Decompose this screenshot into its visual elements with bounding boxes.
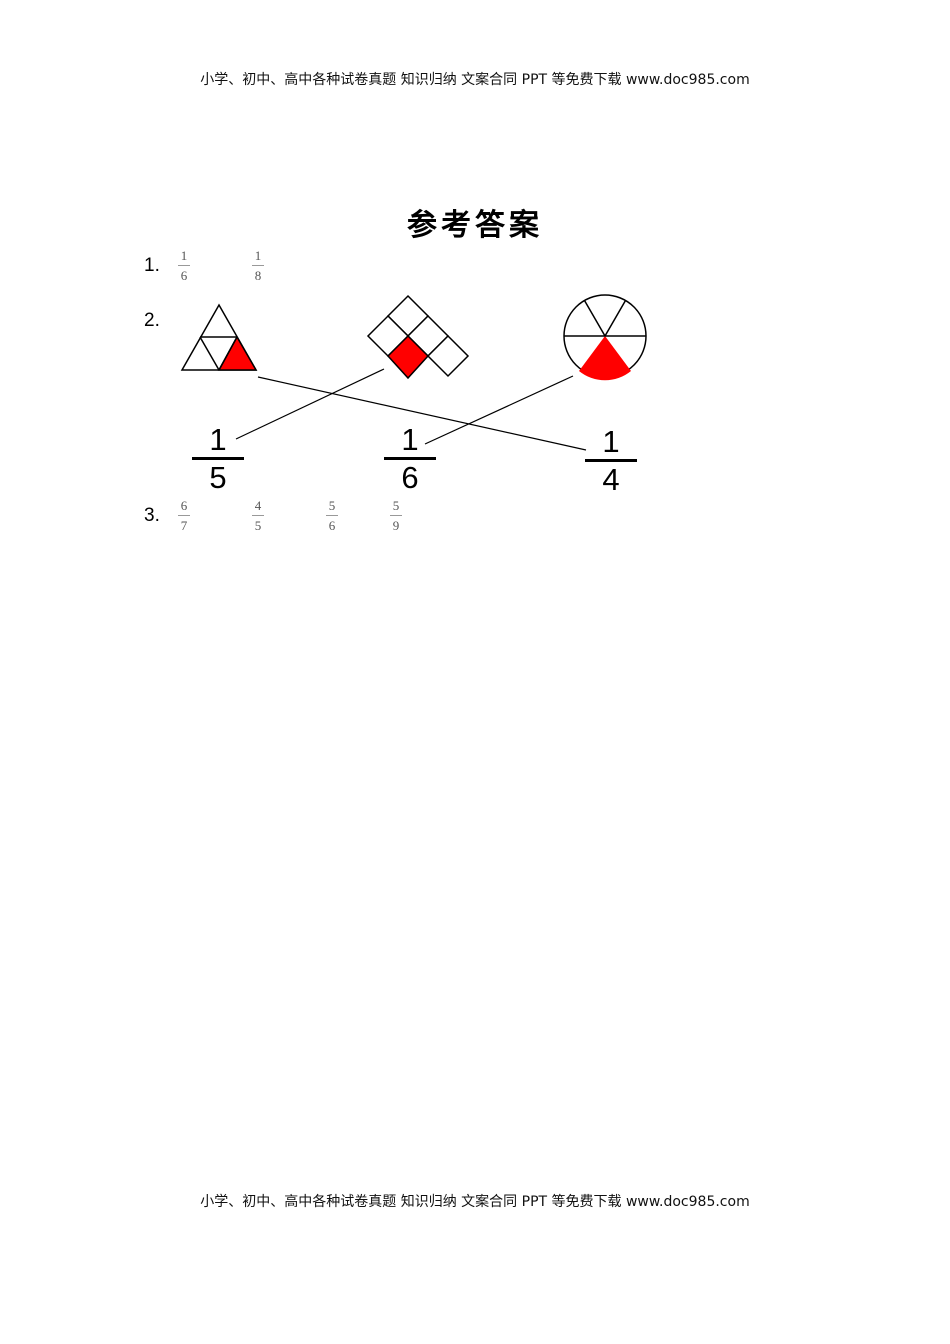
fraction-bar bbox=[192, 457, 244, 460]
fraction-bar bbox=[326, 515, 338, 516]
denominator: 4 bbox=[602, 462, 620, 497]
matching-figure bbox=[180, 294, 647, 451]
denominator: 9 bbox=[392, 518, 400, 533]
numerator: 1 bbox=[209, 422, 227, 457]
numerator: 1 bbox=[602, 424, 620, 459]
fraction-one-sixth: 1 6 bbox=[384, 424, 436, 494]
question-3-label: 3. bbox=[144, 505, 160, 526]
denominator: 7 bbox=[180, 518, 188, 533]
fraction-bar bbox=[178, 515, 190, 516]
denominator: 5 bbox=[209, 460, 227, 495]
fraction-bar bbox=[178, 265, 190, 266]
fraction-bar bbox=[252, 515, 264, 516]
numerator: 5 bbox=[328, 498, 336, 513]
q3-answer-1: 6 7 bbox=[176, 498, 192, 533]
page-title: 参考答案 bbox=[407, 208, 543, 243]
page-footer: 小学、初中、高中各种试卷真题 知识归纳 文案合同 PPT 等免费下载 www.d… bbox=[200, 1194, 750, 1210]
diamond-squares-shape bbox=[366, 294, 470, 380]
triangle-shape bbox=[180, 303, 258, 371]
denominator: 6 bbox=[401, 460, 419, 495]
fraction-bar bbox=[384, 457, 436, 460]
match-line-diamond-to-fifth bbox=[235, 368, 385, 440]
fraction-bar bbox=[585, 459, 637, 462]
numerator: 4 bbox=[254, 498, 262, 513]
denominator: 5 bbox=[254, 518, 262, 533]
circle-shape bbox=[563, 294, 647, 381]
denominator: 6 bbox=[328, 518, 336, 533]
fraction-bar bbox=[252, 265, 264, 266]
page-header: 小学、初中、高中各种试卷真题 知识归纳 文案合同 PPT 等免费下载 www.d… bbox=[200, 72, 750, 88]
question-1-label: 1. bbox=[144, 255, 160, 276]
fraction-bar bbox=[390, 515, 402, 516]
match-line-triangle-to-quarter bbox=[257, 376, 587, 451]
denominator: 8 bbox=[254, 268, 262, 283]
numerator: 1 bbox=[401, 422, 419, 457]
q3-answer-3: 5 6 bbox=[324, 498, 340, 533]
numerator: 6 bbox=[180, 498, 188, 513]
q1-answer-2: 1 8 bbox=[250, 248, 266, 283]
fraction-one-quarter: 1 4 bbox=[585, 426, 637, 496]
denominator: 6 bbox=[180, 268, 188, 283]
question-2-label: 2. bbox=[144, 310, 160, 331]
q3-answer-2: 4 5 bbox=[250, 498, 266, 533]
q1-answer-1: 1 6 bbox=[176, 248, 192, 283]
numerator: 1 bbox=[180, 248, 188, 263]
numerator: 5 bbox=[392, 498, 400, 513]
fraction-one-fifth: 1 5 bbox=[192, 424, 244, 494]
q3-answer-4: 5 9 bbox=[388, 498, 404, 533]
numerator: 1 bbox=[254, 248, 262, 263]
match-line-circle-to-sixth bbox=[424, 375, 574, 445]
